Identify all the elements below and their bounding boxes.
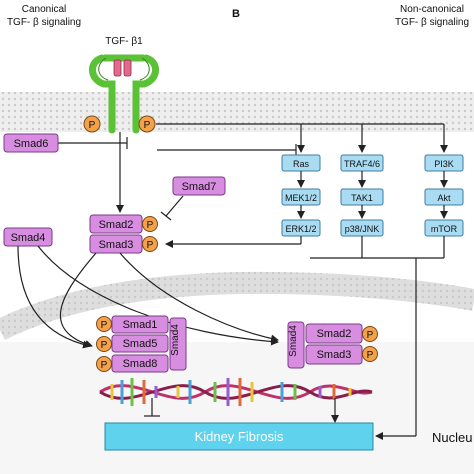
svg-text:Smad3: Smad3 xyxy=(99,239,134,251)
smad2-nucleus-node: Smad2 xyxy=(305,323,363,344)
svg-text:Smad3: Smad3 xyxy=(317,349,352,361)
akt-node: Akt xyxy=(424,188,464,206)
tgf-beta1-ligand xyxy=(113,59,132,77)
smad23-to-smad158-arrow xyxy=(59,252,97,348)
svg-text:Ras: Ras xyxy=(293,159,310,169)
svg-text:P: P xyxy=(89,120,96,131)
svg-text:Smad5: Smad5 xyxy=(123,338,158,350)
tak1-node: TAK1 xyxy=(340,188,384,206)
mtor-node: mTOR xyxy=(424,219,464,237)
svg-text:Smad6: Smad6 xyxy=(14,138,49,150)
smad5-node: Smad5 xyxy=(111,334,169,353)
smad5-phospho: P xyxy=(96,336,112,352)
svg-text:PI3K: PI3K xyxy=(434,159,454,169)
smad3-nucleus-node: Smad3 xyxy=(305,344,363,365)
smad2-cytoplasm-phospho: P xyxy=(142,216,158,232)
svg-text:Smad7: Smad7 xyxy=(182,181,217,193)
ligand-label: TGF- β1 xyxy=(105,36,143,47)
svg-text:P: P xyxy=(147,240,154,251)
ras-node: Ras xyxy=(281,154,321,172)
smad4-to-smad158-arrow xyxy=(17,245,91,349)
smad1-node: Smad1 xyxy=(111,315,169,334)
smad7-node: Smad7 xyxy=(172,176,226,196)
nuclear-envelope-texture xyxy=(0,271,474,340)
svg-text:P: P xyxy=(367,330,374,341)
smad3-nucleus-phospho: P xyxy=(362,346,378,362)
svg-text:Smad4: Smad4 xyxy=(11,232,46,244)
svg-text:P: P xyxy=(367,350,374,361)
kidney-fibrosis-box: Kidney Fibrosis xyxy=(104,422,374,451)
svg-text:p38/JNK: p38/JNK xyxy=(345,224,380,234)
smad1-phospho: P xyxy=(96,316,112,332)
erk-node: ERK1/2 xyxy=(281,219,321,237)
svg-text:Kidney Fibrosis: Kidney Fibrosis xyxy=(195,429,284,444)
smad7-inhibition-line xyxy=(165,195,184,217)
smad6-node: Smad6 xyxy=(3,133,59,153)
svg-text:Smad8: Smad8 xyxy=(123,358,158,370)
svg-text:Smad1: Smad1 xyxy=(123,319,158,331)
svg-text:MEK1/2: MEK1/2 xyxy=(285,193,317,203)
nucleus-label: Nucleu xyxy=(432,430,472,445)
svg-text:Smad4: Smad4 xyxy=(170,324,181,356)
svg-text:TRAF4/6: TRAF4/6 xyxy=(344,159,380,169)
smad2-nucleus-phospho: P xyxy=(362,326,378,342)
membrane-texture xyxy=(0,92,474,132)
canonical-title-line1: Canonical xyxy=(22,4,66,15)
nucleus-interior xyxy=(0,342,474,474)
svg-text:Smad2: Smad2 xyxy=(99,219,134,231)
svg-text:Smad4: Smad4 xyxy=(288,325,299,357)
noncanonical-title-line2: TGF- β signaling xyxy=(395,17,469,28)
tgf-beta-receptor xyxy=(89,54,159,134)
svg-text:Smad2: Smad2 xyxy=(317,328,352,340)
svg-text:P: P xyxy=(101,340,108,351)
smad4-complex-a-node: Smad4 xyxy=(169,317,187,371)
smad2-cytoplasm-node: Smad2 xyxy=(89,214,143,234)
smad8-phospho: P xyxy=(96,356,112,372)
receptor-phospho-left: P xyxy=(83,115,101,133)
smad8-node: Smad8 xyxy=(111,354,169,373)
svg-text:P: P xyxy=(101,360,108,371)
svg-text:mTOR: mTOR xyxy=(431,224,458,234)
svg-text:P: P xyxy=(144,120,151,131)
svg-text:ERK1/2: ERK1/2 xyxy=(285,224,316,234)
receptor-phospho-right: P xyxy=(138,115,156,133)
smad4-left-node: Smad4 xyxy=(3,227,53,247)
traf-node: TRAF4/6 xyxy=(340,154,384,172)
dna-helix xyxy=(99,378,373,406)
smad3-cytoplasm-phospho: P xyxy=(142,236,158,252)
smad4-complex-b-node: Smad4 xyxy=(287,321,305,369)
panel-letter: B xyxy=(232,8,240,20)
smad3-cytoplasm-node: Smad3 xyxy=(89,234,143,254)
mek-node: MEK1/2 xyxy=(281,188,321,206)
svg-text:Akt: Akt xyxy=(437,193,451,203)
smad23-to-nucleus-arrow xyxy=(119,252,279,343)
pi3k-node: PI3K xyxy=(424,154,464,172)
svg-text:TAK1: TAK1 xyxy=(351,193,373,203)
svg-text:P: P xyxy=(147,220,154,231)
canonical-title-line2: TGF- β signaling xyxy=(7,17,81,28)
smad4-to-smad23-nucleus-arrow xyxy=(37,245,279,346)
smad7-inhibition-bar xyxy=(160,211,172,221)
p38-jnk-node: p38/JNK xyxy=(340,219,384,237)
svg-text:P: P xyxy=(101,320,108,331)
noncanonical-title-line1: Non-canonical xyxy=(400,4,464,15)
